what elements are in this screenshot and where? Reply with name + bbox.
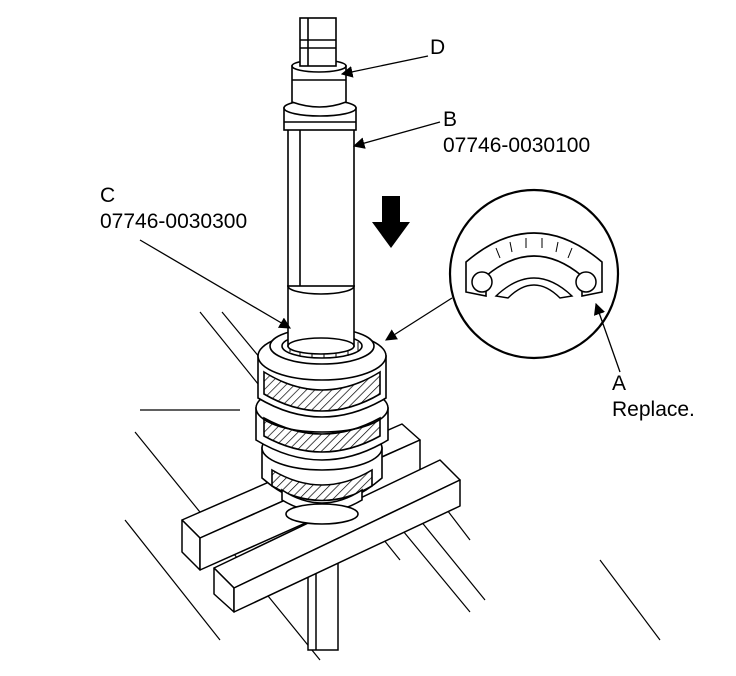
leader-c — [139, 239, 292, 329]
callout-d-letter: D — [430, 36, 445, 59]
leader-inset — [385, 297, 453, 341]
callout-c-part-number: 07746-0030300 — [100, 210, 247, 233]
callout-a-text: Replace. — [612, 398, 695, 421]
driver-handle-tool-d — [291, 17, 347, 108]
leader-a — [593, 302, 621, 373]
callout-a-letter: A — [612, 372, 626, 395]
lower-shaft — [307, 559, 339, 651]
leader-d — [340, 55, 429, 78]
callout-b-part-number: 07746-0030100 — [443, 134, 590, 157]
press-direction-arrow — [372, 196, 410, 248]
callout-c-letter: C — [100, 184, 115, 207]
bearing-detail-inset — [448, 188, 620, 360]
gear-assembly — [255, 327, 389, 525]
leader-lines — [139, 55, 621, 373]
driver-attachment-tool-b — [283, 99, 357, 355]
callout-b-letter: B — [443, 108, 457, 131]
leader-b — [352, 121, 441, 149]
